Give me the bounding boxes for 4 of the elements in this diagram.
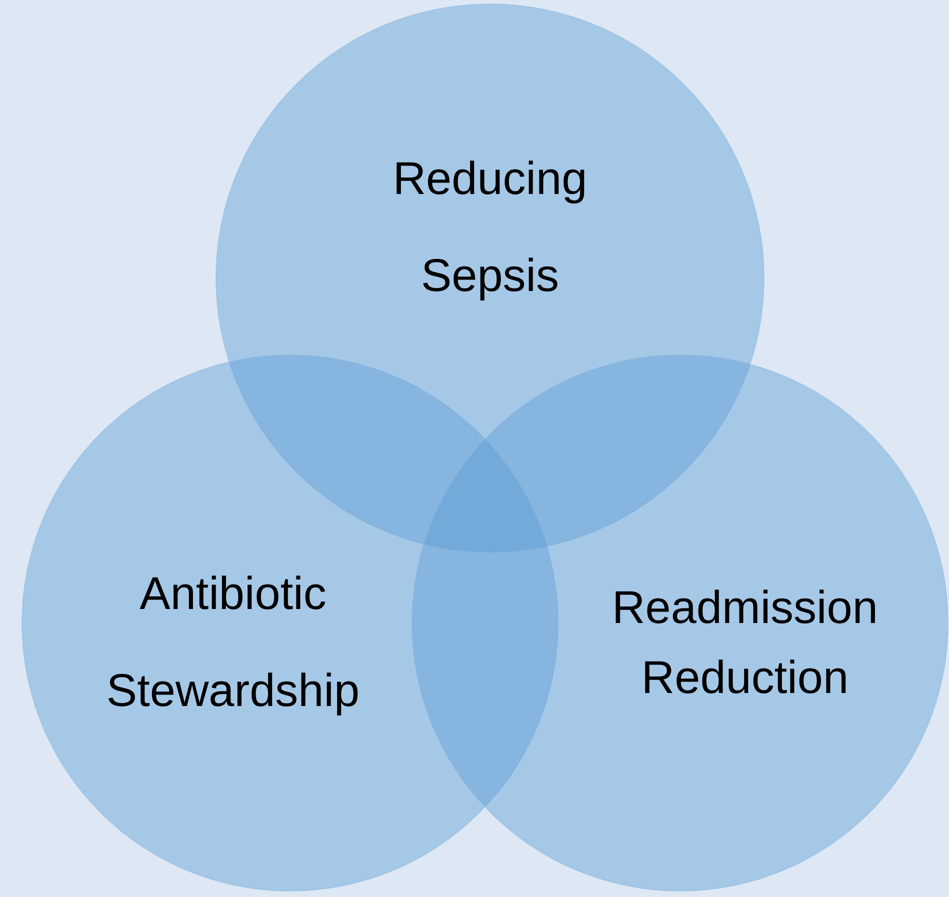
- circle-label: Readmission Reduction: [611, 580, 879, 705]
- circle-label: Reducing Sepsis: [392, 151, 588, 303]
- venn-circle: [412, 355, 948, 891]
- circle-label: Antibiotic Stewardship: [105, 566, 361, 718]
